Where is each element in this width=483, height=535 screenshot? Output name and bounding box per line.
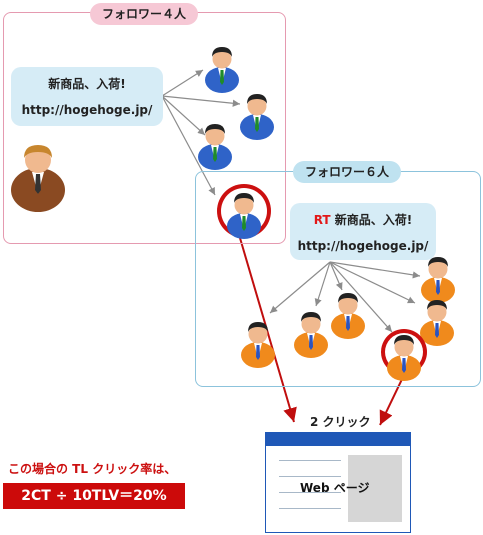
retweet-bubble: RT 新商品、入荷! http://hogehoge.jp/ [290,203,436,260]
web-page-window: Web ページ [265,432,411,533]
tweet-text: 新商品、入荷! [48,77,126,91]
follower-group-1-label: フォロワー４人 [90,3,199,25]
formula-expression: 2CT ÷ 10TLV＝20% [3,483,185,509]
follower-group-2-label: フォロワー６人 [293,161,402,183]
formula-caption: この場合の TL クリック率は、 [8,462,177,476]
sender-person-icon [11,145,65,212]
text-placeholder-line [279,460,341,461]
text-placeholder-line [279,508,341,509]
retweet-text-line: RT 新商品、入荷! [290,207,436,233]
image-placeholder [348,455,402,522]
web-page-titlebar [266,433,410,446]
rt-marker: RT [313,213,331,227]
arrows-group2 [269,261,421,333]
web-page-label: Web ページ [300,481,370,495]
tweet-url: http://hogehoge.jp/ [21,103,153,117]
retweet-url: http://hogehoge.jp/ [297,239,429,253]
click-count-label: 2 クリック [310,415,371,429]
retweet-text: 新商品、入荷! [334,213,413,227]
original-tweet-bubble: 新商品、入荷! http://hogehoge.jp/ [11,67,163,126]
arrows-group1 [161,69,241,196]
text-placeholder-line [279,476,341,477]
text-placeholder-line [279,492,341,493]
